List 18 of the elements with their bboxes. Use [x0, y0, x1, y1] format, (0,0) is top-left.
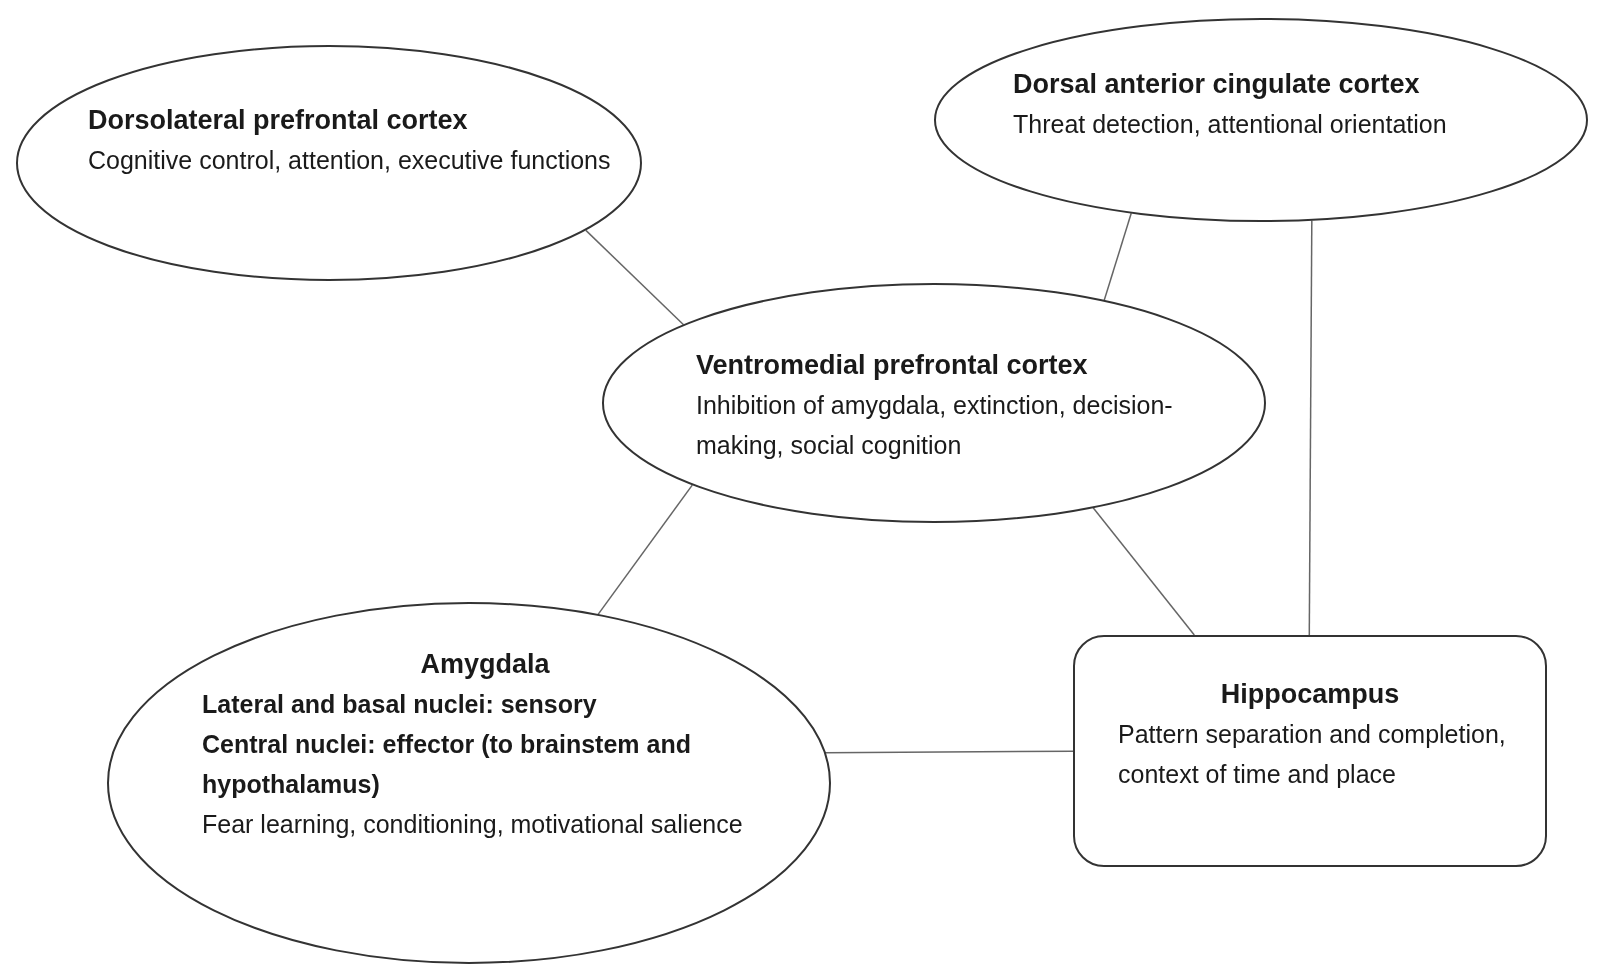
region-title: Amygdala: [419, 648, 551, 681]
connector-line: [824, 750, 1074, 754]
function-text: Cognitive control, attention, executive functions: [88, 145, 612, 176]
function-text: Central nuclei: effector (to brainstem and hypothalamus): [202, 729, 692, 800]
connector-line: [1308, 219, 1313, 637]
function-text: Threat detection, attentional orientation: [1013, 109, 1448, 140]
region-title: Ventromedial prefrontal cortex: [696, 349, 1089, 382]
connector-line: [585, 229, 685, 326]
connector-line: [1103, 212, 1132, 301]
function-text: Inhibition of amygdala, extinction, decision-making, social cognition: [696, 390, 1174, 461]
region-title: Hippocampus: [1219, 678, 1401, 711]
region-title: Dorsal anterior cingulate cortex: [1013, 68, 1421, 101]
connector-line: [1092, 507, 1196, 636]
connector-line: [597, 484, 693, 616]
function-text: Lateral and basal nuclei: sensory: [202, 689, 598, 720]
function-text: Pattern separation and completion, context of time and place: [1118, 719, 1507, 790]
region-title: Dorsolateral prefrontal cortex: [88, 104, 469, 137]
function-text: Fear learning, conditioning, motivational salience: [202, 809, 744, 840]
